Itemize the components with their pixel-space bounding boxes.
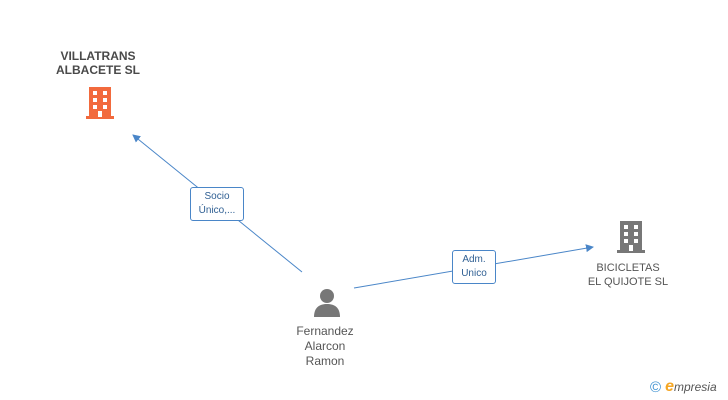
footer-brand[interactable]: © e mpresia	[650, 378, 717, 396]
person-icon[interactable]	[312, 287, 342, 317]
node-name-line: BICICLETAS	[596, 262, 660, 274]
node-label-villatrans[interactable]: VILLATRANS ALBACETE SL	[38, 49, 158, 77]
edge-label-line: Socio	[204, 191, 230, 202]
building-icon[interactable]	[84, 85, 116, 119]
edge-label-socio-unico[interactable]: Socio Único,...	[190, 187, 244, 221]
node-name-line: Ramon	[305, 354, 345, 368]
node-label-person[interactable]: Fernandez Alarcon Ramon	[285, 324, 365, 369]
edge-label-adm-unico[interactable]: Adm. Unico	[452, 250, 496, 284]
node-name-line: Alarcon	[304, 339, 346, 353]
node-name-line: Fernandez	[296, 324, 354, 338]
edge-label-line: Único,...	[198, 205, 236, 216]
edge-label-line: Adm.	[462, 254, 486, 265]
brand-logo-text: mpresia	[673, 380, 717, 394]
node-name-line: EL QUIJOTE SL	[587, 276, 669, 288]
node-label-bicicletas[interactable]: BICICLETAS EL QUIJOTE SL	[568, 261, 688, 289]
node-name-line: VILLATRANS	[60, 49, 136, 63]
copyright-icon: ©	[650, 378, 662, 396]
building-icon[interactable]	[615, 219, 647, 253]
edge-label-line: Unico	[461, 268, 487, 279]
node-name-line: ALBACETE SL	[56, 63, 140, 77]
brand-logo-initial: e	[665, 378, 674, 395]
